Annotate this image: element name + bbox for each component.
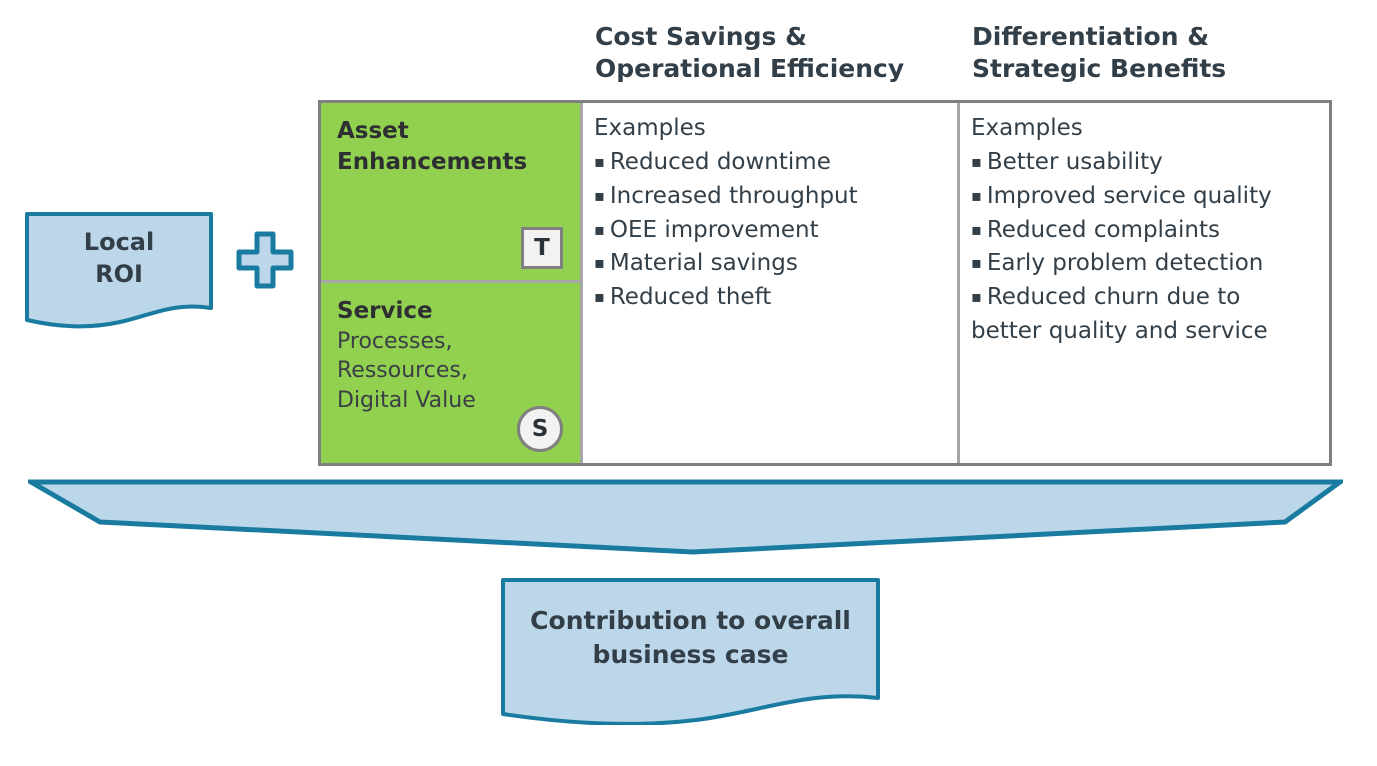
square-bullet-icon: ▪ bbox=[971, 253, 982, 273]
square-bullet-icon: ▪ bbox=[594, 185, 605, 205]
cost-examples-heading: Examples bbox=[594, 115, 706, 141]
list-item-label: Early problem detection bbox=[986, 250, 1264, 277]
wave-document-shape bbox=[25, 212, 213, 329]
contribution-card[interactable]: Contribution to overall business case bbox=[500, 577, 881, 725]
square-bullet-icon: ▪ bbox=[594, 287, 605, 307]
asset-enhancements-title: Asset Enhancements bbox=[337, 118, 528, 175]
matrix-cell-cost-savings: Examples ▪Reduced downtime▪Increased thr… bbox=[583, 103, 960, 463]
square-bullet-icon: ▪ bbox=[971, 287, 982, 307]
differentiation-continuation-line: better quality and service bbox=[971, 317, 1268, 344]
differentiation-examples-heading: Examples bbox=[971, 115, 1083, 141]
differentiation-examples-list: ▪Better usability▪Improved service quali… bbox=[971, 146, 1319, 315]
list-item-label: Improved service quality bbox=[986, 182, 1272, 209]
local-roi-card[interactable]: Local ROI bbox=[24, 211, 214, 329]
funnel-arrow bbox=[21, 478, 1348, 560]
matrix-left-column: Asset Enhancements T Service Processes, … bbox=[321, 103, 583, 463]
contribution-label: Contribution to overall business case bbox=[530, 606, 851, 669]
list-item-label: Better usability bbox=[986, 149, 1163, 175]
list-item: ▪Reduced complaints bbox=[971, 214, 1319, 248]
list-item: ▪Reduced theft bbox=[594, 281, 947, 315]
list-item-label: Increased throughput bbox=[609, 182, 858, 209]
funnel-arrow-shape bbox=[21, 479, 1348, 555]
list-item: ▪Better usability bbox=[971, 146, 1319, 180]
square-bullet-icon: ▪ bbox=[971, 152, 982, 171]
service-badge[interactable]: S bbox=[517, 406, 563, 452]
list-item: ▪Early problem detection bbox=[971, 247, 1319, 281]
list-item: ▪Material savings bbox=[594, 247, 947, 281]
list-item: ▪Reduced downtime bbox=[594, 146, 947, 180]
list-item: ▪Increased throughput bbox=[594, 180, 947, 214]
technology-badge[interactable]: T bbox=[521, 227, 563, 269]
square-bullet-icon: ▪ bbox=[971, 185, 982, 205]
list-item-label: Reduced downtime bbox=[609, 149, 831, 175]
wave-document-shape bbox=[501, 578, 880, 725]
list-item-label: OEE improvement bbox=[609, 216, 819, 243]
matrix-cell-differentiation: Examples ▪Better usability▪Improved serv… bbox=[960, 103, 1329, 463]
column-header-cost-savings: Cost Savings & Operational Efficiency bbox=[595, 22, 905, 83]
matrix-row-asset-enhancements[interactable]: Asset Enhancements T bbox=[321, 103, 580, 283]
plus-icon bbox=[236, 231, 294, 289]
service-subtitle: Processes, Ressources, Digital Value bbox=[337, 328, 476, 414]
benefits-matrix: Asset Enhancements T Service Processes, … bbox=[318, 100, 1332, 466]
cost-examples-list: ▪Reduced downtime▪Increased throughput▪O… bbox=[594, 146, 947, 315]
list-item: ▪OEE improvement bbox=[594, 214, 947, 248]
list-item: ▪Improved service quality bbox=[971, 180, 1319, 214]
square-bullet-icon: ▪ bbox=[594, 152, 605, 171]
square-bullet-icon: ▪ bbox=[594, 219, 605, 239]
list-item-label: Reduced theft bbox=[609, 284, 772, 311]
local-roi-label: Local ROI bbox=[83, 228, 155, 288]
square-bullet-icon: ▪ bbox=[594, 253, 605, 273]
list-item-label: Reduced churn due to bbox=[986, 284, 1241, 311]
square-bullet-icon: ▪ bbox=[971, 219, 982, 239]
plus-icon-glyph bbox=[236, 231, 294, 289]
technology-badge-label: T bbox=[534, 235, 550, 261]
list-item-label: Reduced complaints bbox=[986, 216, 1220, 243]
service-badge-label: S bbox=[531, 416, 549, 442]
list-item-label: Material savings bbox=[609, 250, 798, 277]
column-header-differentiation: Differentiation & Strategic Benefits bbox=[972, 22, 1227, 83]
matrix-row-service[interactable]: Service Processes, Ressources, Digital V… bbox=[321, 283, 580, 463]
service-title: Service bbox=[337, 298, 433, 324]
list-item: ▪Reduced churn due to bbox=[971, 281, 1319, 315]
